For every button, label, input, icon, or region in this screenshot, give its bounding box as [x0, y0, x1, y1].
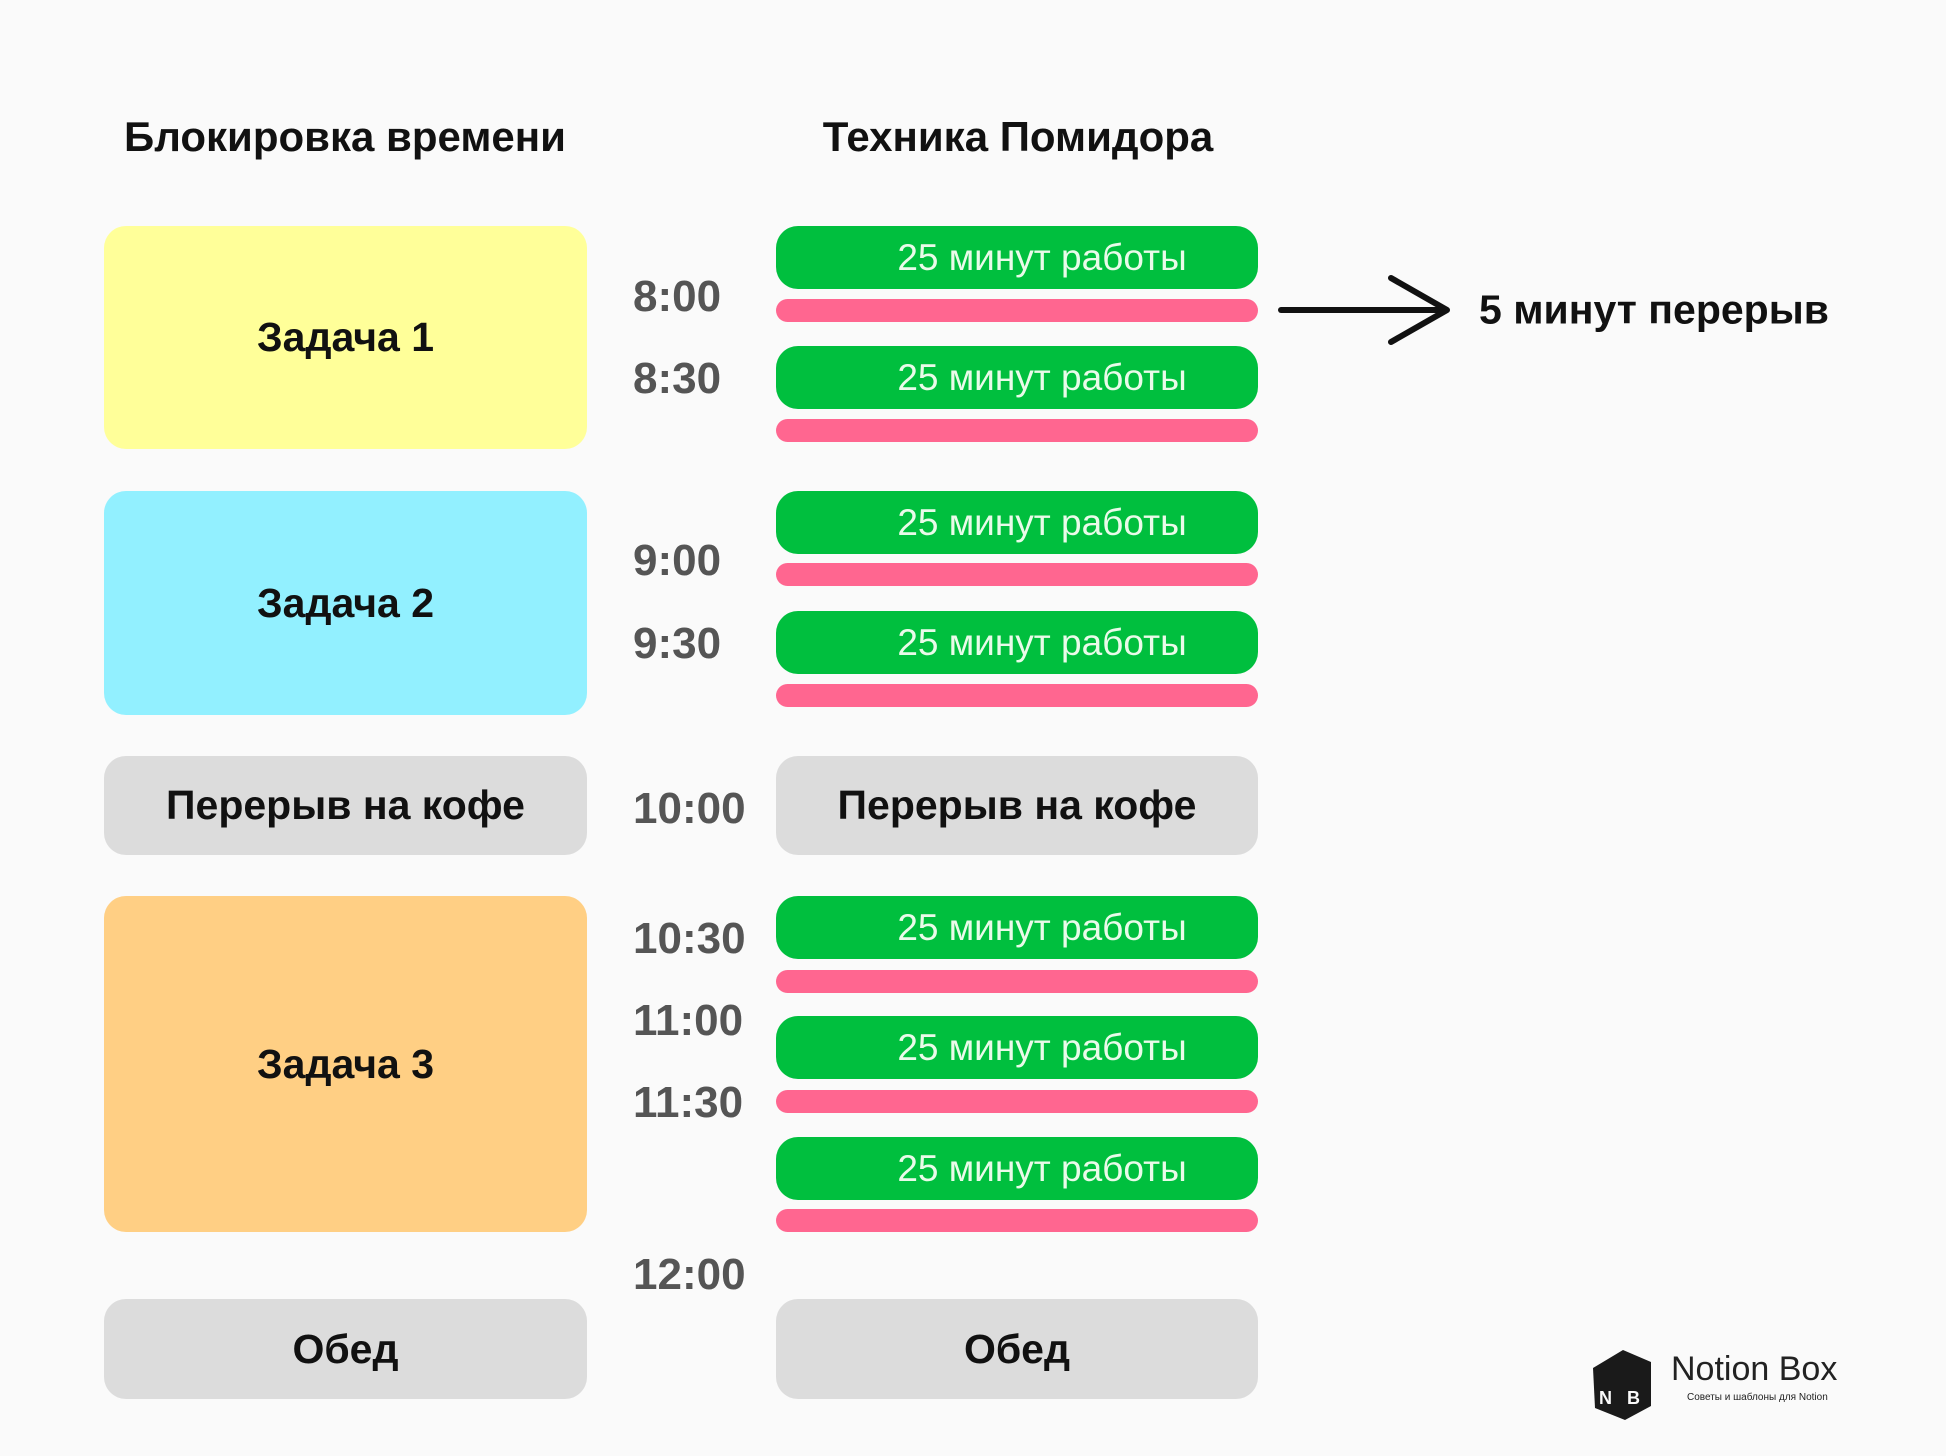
- cube-logo-icon: N B: [1593, 1350, 1651, 1420]
- logo-name: Notion Box: [1671, 1350, 1838, 1388]
- break-annotation: 5 минут перерыв: [1479, 286, 1829, 333]
- work-session: 25 минут работы: [776, 1016, 1258, 1079]
- short-break: [776, 299, 1258, 322]
- arrow-right-icon: [1278, 275, 1450, 345]
- svg-text:B: B: [1627, 1388, 1640, 1408]
- time-label: 9:00: [633, 536, 722, 585]
- short-break: [776, 1090, 1258, 1113]
- short-break: [776, 419, 1258, 442]
- svg-text:N: N: [1599, 1388, 1612, 1408]
- time-label: 9:30: [633, 619, 722, 668]
- work-session: 25 минут работы: [776, 226, 1258, 289]
- pomodoro-lunch: Обед: [776, 1299, 1258, 1399]
- block-task-1: Задача 1: [104, 226, 587, 449]
- heading-time-blocking: Блокировка времени: [124, 113, 566, 160]
- heading-pomodoro: Техника Помидора: [822, 113, 1214, 160]
- short-break: [776, 563, 1258, 586]
- block-lunch: Обед: [104, 1299, 587, 1399]
- time-label: 10:30: [633, 914, 746, 963]
- logo: N B Notion Box Советы и шаблоны для Noti…: [1589, 1346, 1849, 1426]
- block-task-2: Задача 2: [104, 491, 587, 715]
- pomodoro-coffee-break: Перерыв на кофе: [776, 756, 1258, 855]
- time-label: 11:30: [633, 1078, 744, 1127]
- time-label: 12:00: [633, 1250, 746, 1299]
- work-session: 25 минут работы: [776, 1137, 1258, 1200]
- short-break: [776, 970, 1258, 993]
- time-label: 8:30: [633, 354, 722, 403]
- work-session: 25 минут работы: [776, 896, 1258, 959]
- time-label: 10:00: [633, 784, 746, 833]
- time-label: 8:00: [633, 272, 722, 321]
- block-coffee-break: Перерыв на кофе: [104, 756, 587, 855]
- short-break: [776, 684, 1258, 707]
- logo-tagline: Советы и шаблоны для Notion: [1687, 1392, 1828, 1403]
- time-label: 11:00: [633, 996, 744, 1045]
- short-break: [776, 1209, 1258, 1232]
- work-session: 25 минут работы: [776, 346, 1258, 409]
- work-session: 25 минут работы: [776, 611, 1258, 674]
- block-task-3: Задача 3: [104, 896, 587, 1232]
- work-session: 25 минут работы: [776, 491, 1258, 554]
